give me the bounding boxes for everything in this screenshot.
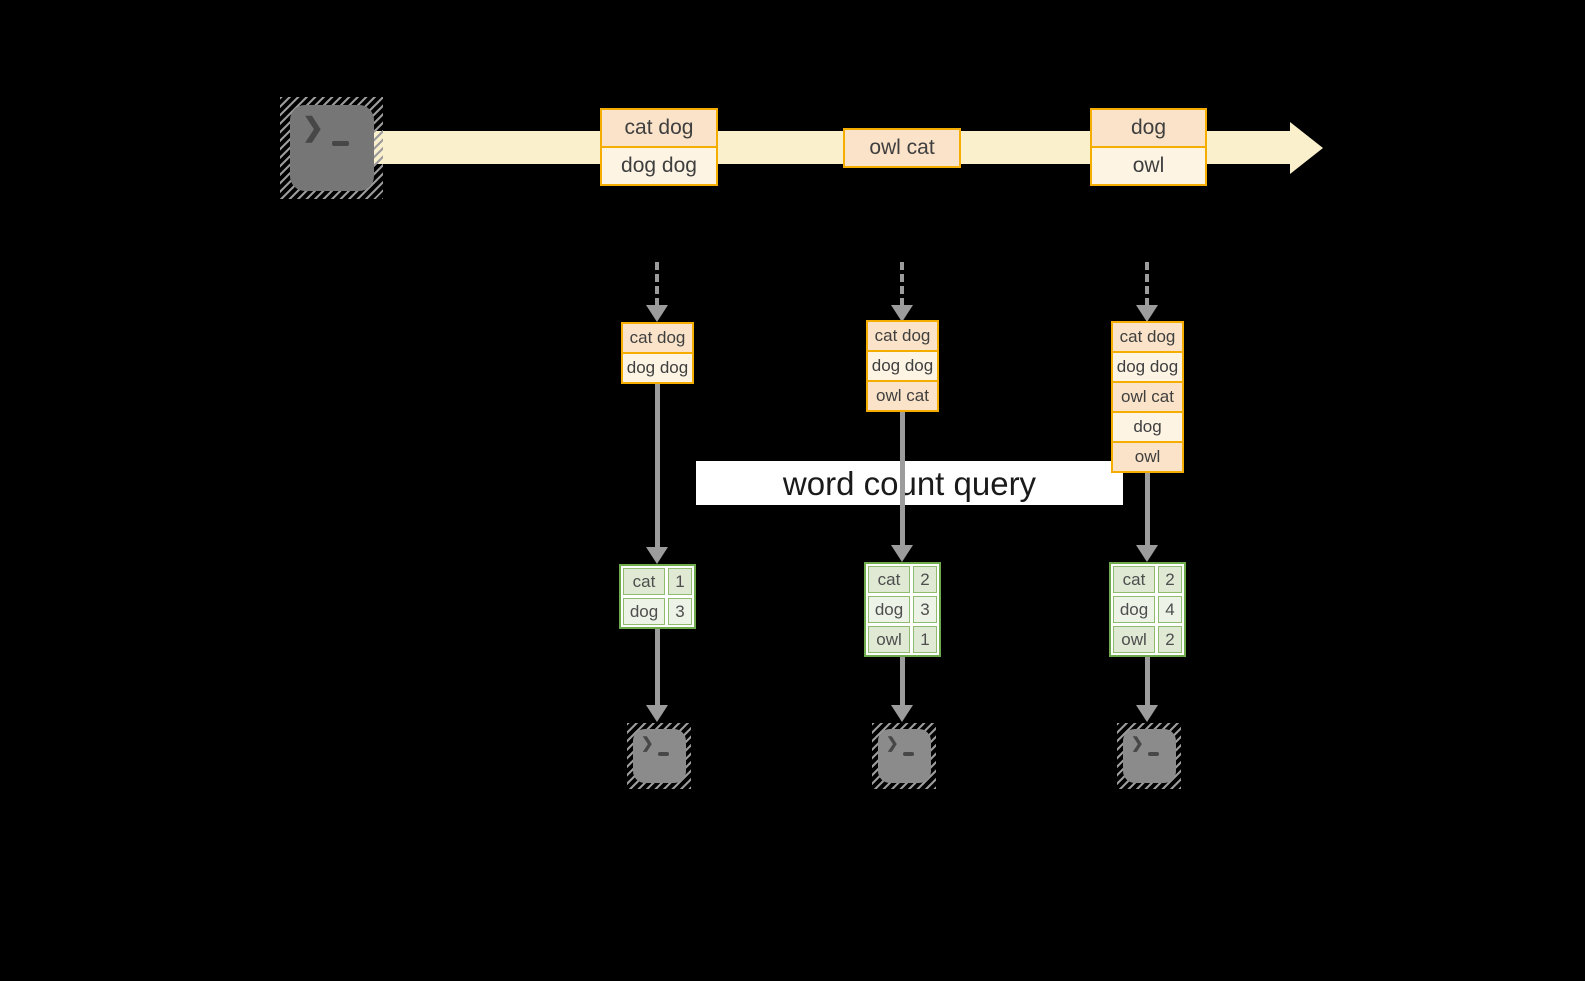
window-record: cat dog (1113, 323, 1182, 351)
stream-batch-1: cat dog dog dog (600, 108, 718, 186)
count-value-cell: 2 (1158, 566, 1182, 593)
count-word-cell: owl (1113, 626, 1155, 653)
dashed-arrow-line (655, 262, 659, 306)
stream-batch-3: dog owl (1090, 108, 1207, 186)
arrow-line (1145, 473, 1150, 546)
count-value-cell: 1 (913, 626, 937, 653)
count-value-cell: 2 (913, 566, 937, 593)
count-table-2: cat 2 dog 3 owl 1 (864, 562, 941, 657)
stream-batch-2: owl cat (843, 128, 961, 168)
window-records-3: cat dog dog dog owl cat dog owl (1111, 321, 1184, 473)
arrow-line (900, 657, 905, 706)
arrow-line (655, 629, 660, 706)
record-box: dog dog (602, 146, 716, 184)
count-word-cell: cat (623, 568, 665, 595)
terminal-prompt-chevron-icon: ❯ (641, 735, 654, 752)
arrow-head-icon (891, 305, 913, 322)
count-word-cell: dog (623, 598, 665, 625)
terminal-icon: ❯ (633, 729, 686, 783)
window-record: cat dog (623, 324, 692, 352)
terminal-icon: ❯ (290, 105, 374, 191)
window-records-2: cat dog dog dog owl cat (866, 320, 939, 412)
terminal-cursor-icon (658, 752, 669, 756)
window-record: owl cat (1113, 381, 1182, 411)
terminal-prompt-chevron-icon: ❯ (302, 112, 324, 142)
arrow-head-icon (1136, 545, 1158, 562)
terminal-icon: ❯ (1123, 729, 1176, 783)
arrow-line (655, 384, 660, 548)
arrow-line (1145, 657, 1150, 706)
terminal-cursor-icon (332, 141, 349, 146)
record-box: owl (1092, 146, 1205, 184)
record-box: dog (1092, 110, 1205, 146)
window-record: dog dog (868, 350, 937, 380)
arrow-head-icon (646, 547, 668, 564)
count-word-cell: cat (868, 566, 910, 593)
terminal-prompt-chevron-icon: ❯ (1131, 735, 1144, 752)
record-box: cat dog (602, 110, 716, 146)
window-record: dog dog (623, 352, 692, 382)
terminal-cursor-icon (1148, 752, 1159, 756)
window-record: cat dog (868, 322, 937, 350)
count-table-1: cat 1 dog 3 (619, 564, 696, 629)
arrow-head-icon (1136, 705, 1158, 722)
arrow-head-icon (646, 305, 668, 322)
arrow-head-icon (1136, 305, 1158, 322)
record-box: owl cat (845, 130, 959, 166)
count-word-cell: owl (868, 626, 910, 653)
dashed-arrow-line (1145, 262, 1149, 306)
count-value-cell: 2 (1158, 626, 1182, 653)
arrow-line (900, 412, 905, 546)
window-record: dog (1113, 411, 1182, 441)
terminal-cursor-icon (903, 752, 914, 756)
count-table-3: cat 2 dog 4 owl 2 (1109, 562, 1186, 657)
terminal-prompt-chevron-icon: ❯ (886, 735, 899, 752)
arrow-head-icon (646, 705, 668, 722)
count-word-cell: dog (1113, 596, 1155, 623)
arrow-head-icon (891, 545, 913, 562)
window-record: owl (1113, 441, 1182, 471)
count-word-cell: cat (1113, 566, 1155, 593)
query-banner: word count query (696, 461, 1123, 505)
arrow-head-icon (891, 705, 913, 722)
count-value-cell: 3 (913, 596, 937, 623)
count-value-cell: 3 (668, 598, 692, 625)
count-value-cell: 4 (1158, 596, 1182, 623)
terminal-icon: ❯ (878, 729, 931, 783)
stream-arrow-head-icon (1290, 122, 1323, 174)
window-records-1: cat dog dog dog (621, 322, 694, 384)
dashed-arrow-line (900, 262, 904, 306)
count-value-cell: 1 (668, 568, 692, 595)
count-word-cell: dog (868, 596, 910, 623)
window-record: owl cat (868, 380, 937, 410)
window-record: dog dog (1113, 351, 1182, 381)
